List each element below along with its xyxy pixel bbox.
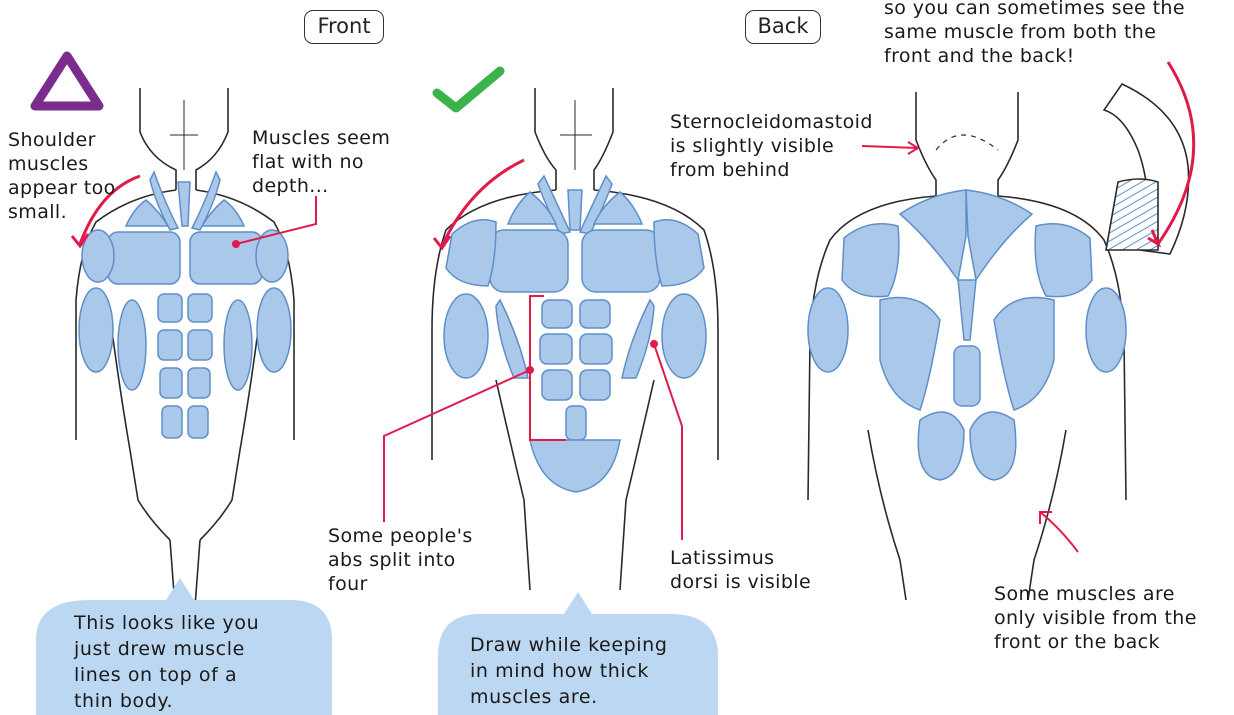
abs-note: Some people's abs split into four: [328, 524, 473, 596]
lats-note: Latissimus dorsi is visible: [670, 546, 811, 594]
left-bubble-text: This looks like you just drew muscle lin…: [74, 610, 259, 714]
shoulder-note: Shoulder muscles appear too small.: [8, 128, 116, 224]
top-right-note: so you can sometimes see the same muscle…: [884, 0, 1185, 68]
triangle-icon: [35, 56, 99, 106]
shoulder-diagram: [1104, 62, 1194, 254]
checkmark-icon: [437, 71, 500, 108]
flat-muscle-note: Muscles seem flat with no depth...: [252, 126, 390, 198]
good-body-muscles: [444, 176, 706, 492]
visibility-note: Some muscles are only visible from the f…: [994, 582, 1197, 654]
sternocleidomastoid-note: Sternocleidomastoid is slightly visible …: [670, 110, 873, 182]
middle-bubble-text: Draw while keeping in mind how thick mus…: [470, 632, 667, 710]
back-body-muscles: [808, 190, 1126, 480]
back-label: Back: [745, 10, 821, 44]
front-label: Front: [304, 10, 384, 44]
